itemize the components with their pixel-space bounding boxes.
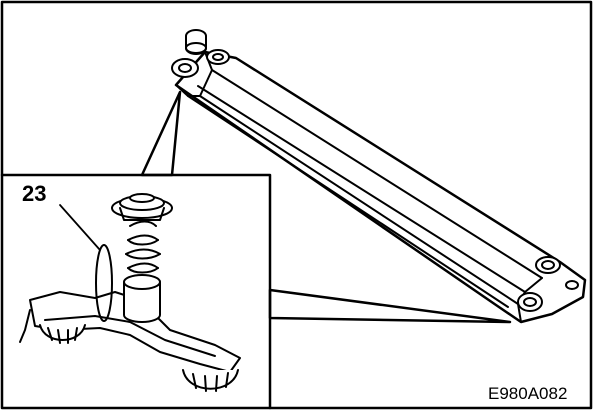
retaining-ring — [95, 244, 113, 322]
callout-label: 23 — [22, 181, 47, 206]
detail-drawing — [19, 193, 241, 392]
figure-code: E980A082 — [488, 384, 568, 403]
top-mount-bolt — [171, 29, 230, 78]
bottom-mount-bolts — [517, 256, 579, 312]
detail-inset-frame — [0, 90, 512, 410]
callout-leader — [59, 204, 101, 251]
strut-bar — [174, 50, 587, 324]
